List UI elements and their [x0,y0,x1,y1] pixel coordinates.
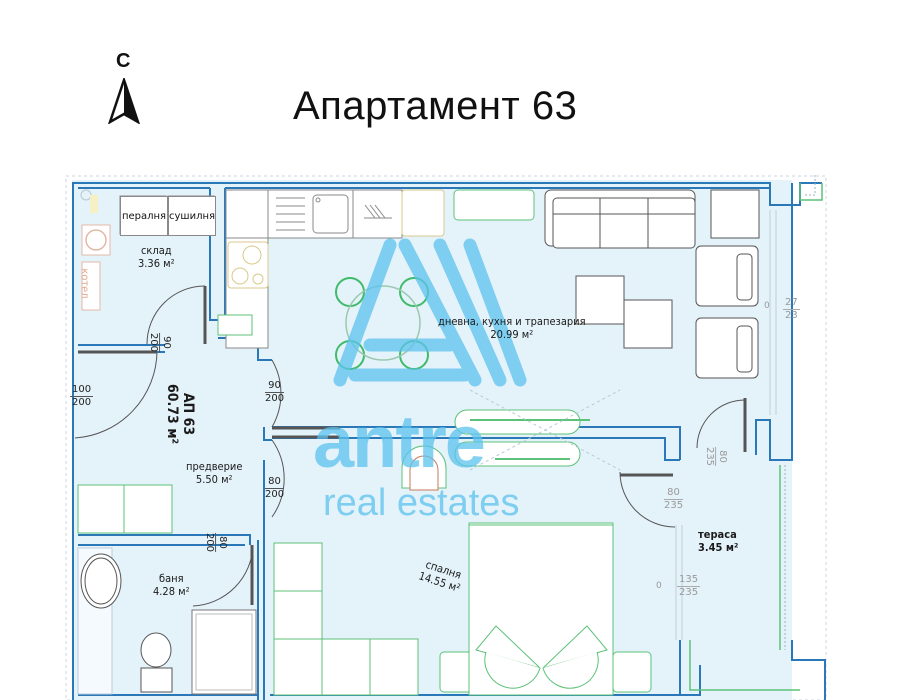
room-area: 3.36 м² [138,257,175,270]
room-sklad: склад 3.36 м² [138,244,175,270]
apartment-area: 60.73 м² [164,383,181,445]
watermark-brand: antre [313,400,486,483]
room-bath: баня 4.28 м² [153,572,190,598]
room-area: 5.50 м² [195,473,233,486]
apartment-summary: АП 63 60.73 м² [164,384,196,444]
room-name: тераса [698,528,737,541]
north-arrow-icon [108,78,140,124]
page-title: Апартамент 63 [293,84,578,128]
room-living: дневна, кухня и трапезария 20.99 м² [438,315,586,341]
north-label: С [116,50,131,72]
room-area: 4.28 м² [153,585,190,598]
room-area: 20.99 м² [490,328,534,341]
room-name: предверие [186,460,243,473]
window-sill-living: 0 [764,301,770,311]
room-terrace: тераса 3.45 м² [698,528,738,554]
window-sill-terrace: 0 [656,581,662,591]
room-area: 3.45 м² [698,541,739,554]
boiler-label: котел [78,268,92,299]
room-name: дневна, кухня и трапезария [438,315,586,328]
watermark-tagline: real estates [323,482,520,524]
washer: пералня [120,196,168,236]
room-hall: предверие 5.50 м² [186,460,242,486]
washer-label: пералня [121,210,167,222]
apartment-code: АП 63 [180,392,197,436]
dryer-label: сушилня [169,210,216,222]
dryer: сушилня [168,196,216,236]
room-name: баня [159,572,184,585]
room-name: склад [140,244,172,257]
